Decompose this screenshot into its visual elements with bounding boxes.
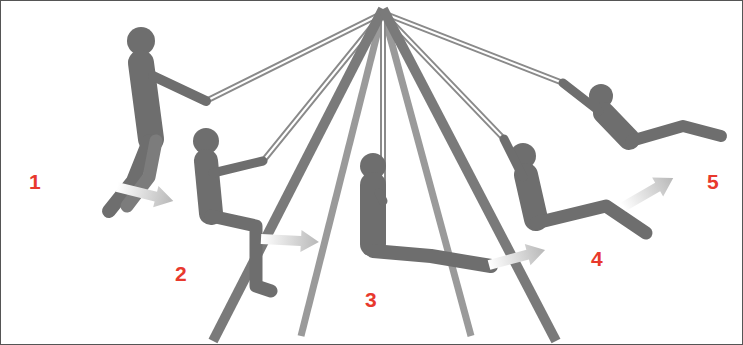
frame-leg [383,9,556,341]
child-torso [604,113,629,139]
swing-chain [383,13,563,83]
child-arm [563,83,599,111]
motion-arrow [486,239,548,275]
callout-number: 4 [591,248,603,269]
child-leg [211,216,271,291]
child-arm [504,139,523,177]
child-leg [536,206,646,233]
motion-arrow [114,176,176,211]
child-leg [373,251,491,266]
callout-number: 3 [365,289,377,310]
swing-chains [206,13,563,201]
child-arm [379,193,383,201]
callout-number: 1 [29,171,41,192]
motion-arrow [260,228,319,253]
child-leg [631,126,721,141]
child-arm [153,76,206,101]
child-silhouettes [109,27,721,291]
motion-arrows [114,168,678,275]
callout-number: 5 [707,171,719,192]
child-arm [213,161,263,173]
child-torso [360,185,386,244]
motion-arrow [618,168,679,216]
frame-leg [213,9,383,341]
child-torso [206,161,211,213]
child-torso [526,175,536,219]
swing-chain [383,13,563,83]
callout-number: 2 [175,263,187,284]
